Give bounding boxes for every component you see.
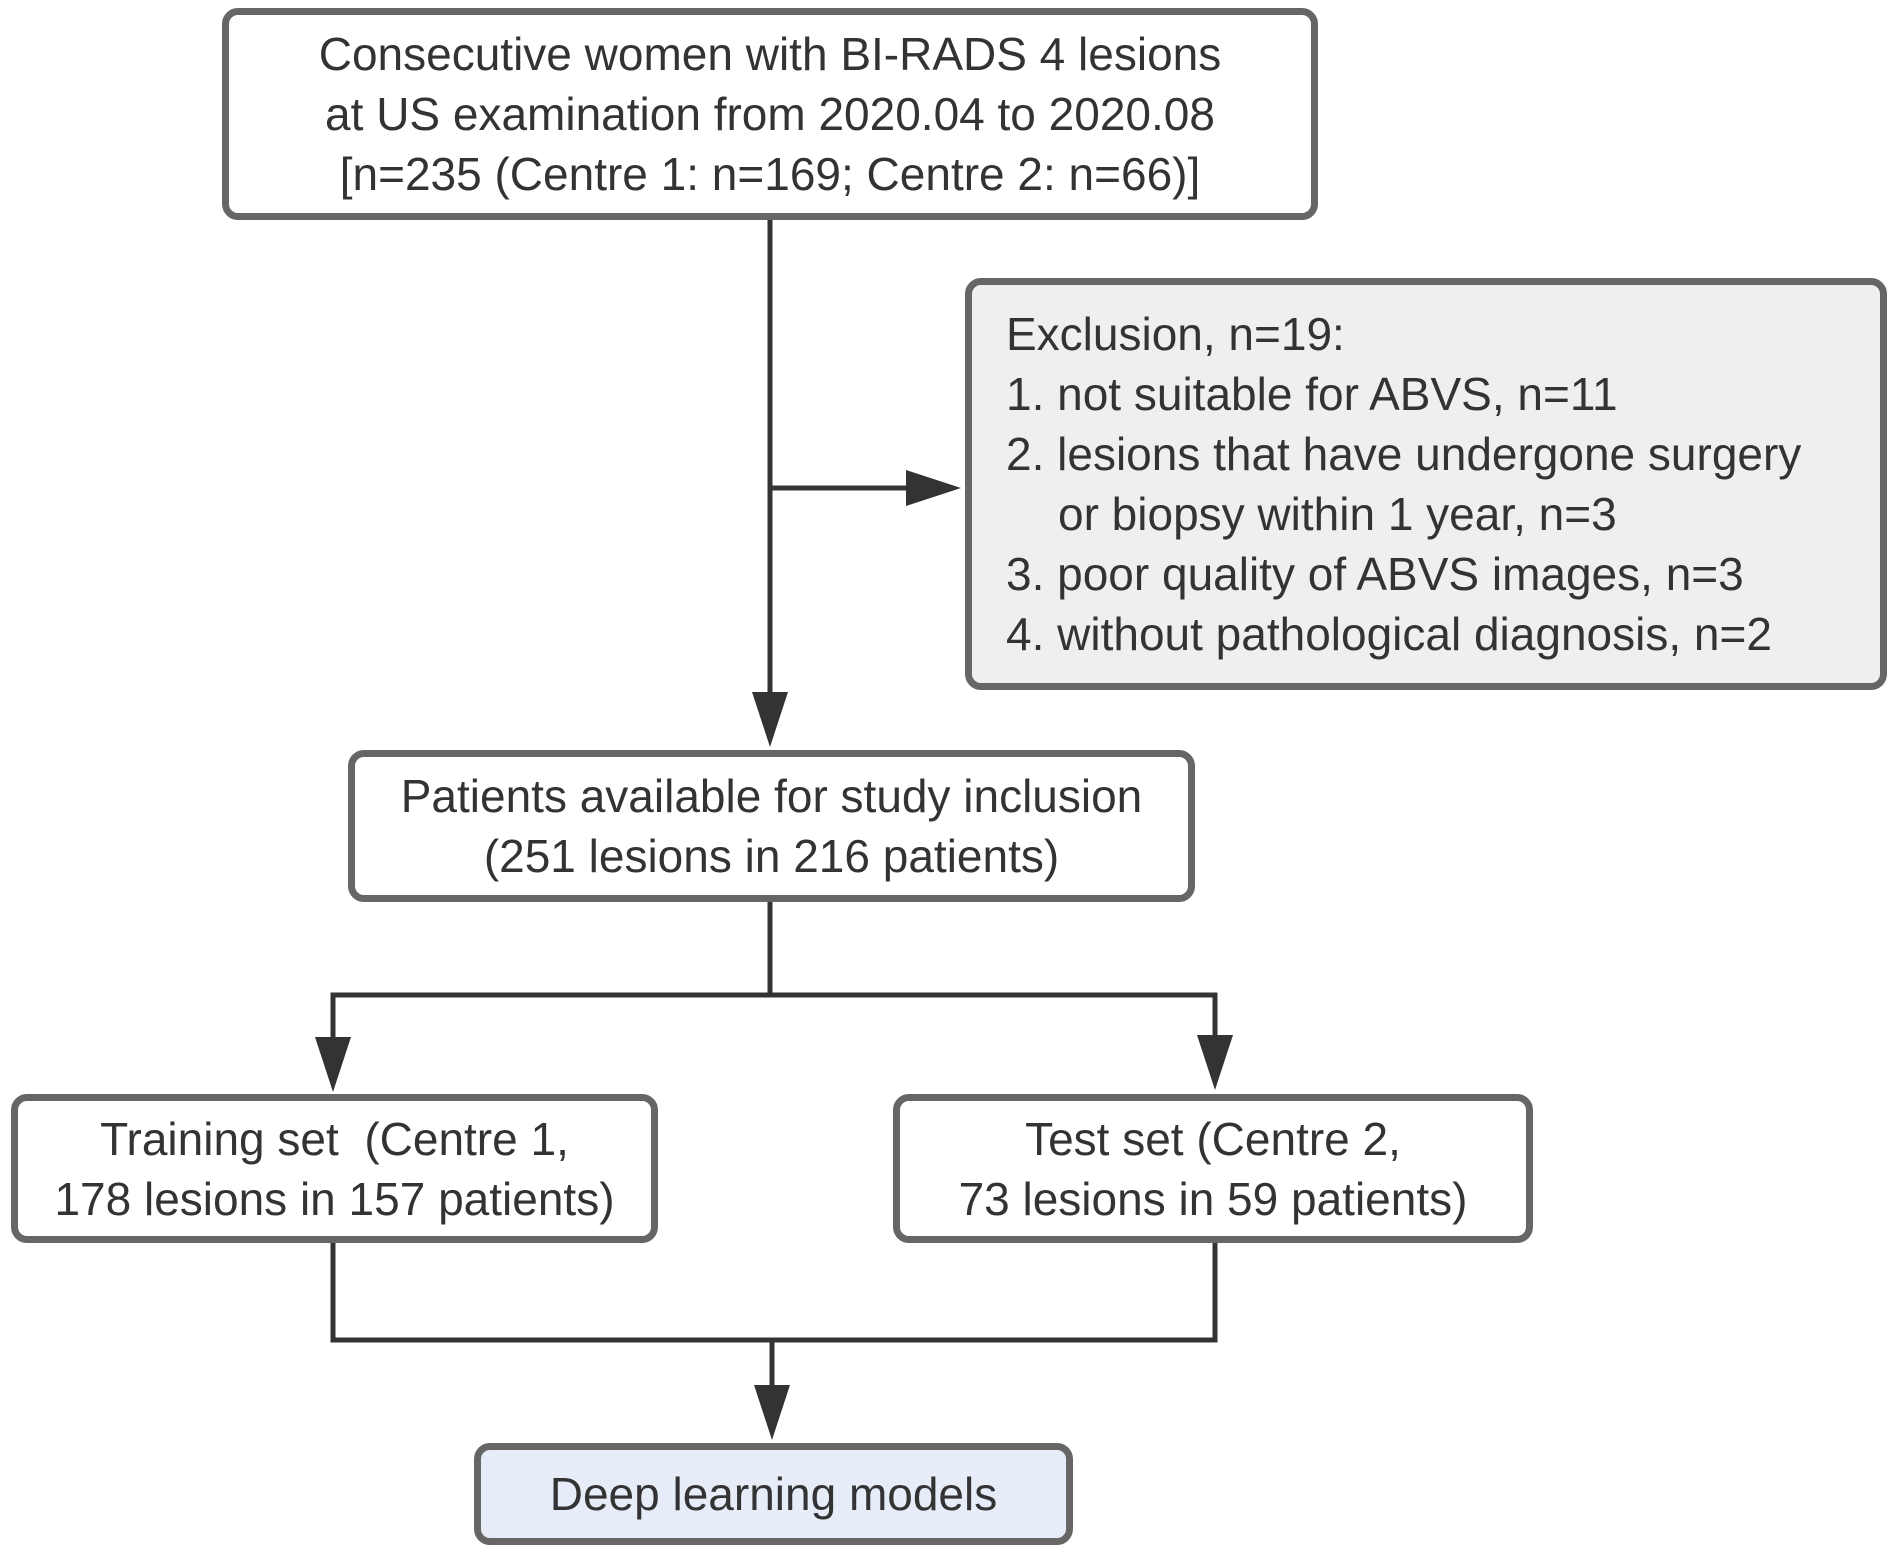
exclusion-title: Exclusion, n=19: (1006, 308, 1345, 360)
source-line-2: at US examination from 2020.04 to 2020.0… (325, 88, 1215, 140)
inclusion-box: Patients available for study inclusion (… (348, 750, 1195, 902)
test-line-2: 73 lesions in 59 patients) (958, 1172, 1468, 1225)
arrowhead-test (1197, 1035, 1233, 1090)
inclusion-line-2: (251 lesions in 216 patients) (483, 830, 1060, 882)
training-set-box: Training set (Centre 1, 178 lesions in 1… (11, 1094, 658, 1243)
exclusion-box: Exclusion, n=19: 1. not suitable for ABV… (965, 278, 1887, 690)
exclusion-item-2: 2. lesions that have undergone surgery (1006, 428, 1802, 480)
exclusion-item-1: 1. not suitable for ABVS, n=11 (1006, 368, 1618, 420)
source-line-3: [n=235 (Centre 1: n=169; Centre 2: n=66)… (339, 148, 1201, 200)
exclusion-item-2-cont: or biopsy within 1 year, n=3 (1058, 488, 1617, 540)
arrowhead-model (754, 1385, 790, 1440)
training-line-1: Training set (Centre 1, (100, 1112, 569, 1165)
arrowhead-exclusion (906, 470, 961, 506)
model-line-1: Deep learning models (549, 1468, 998, 1520)
training-line-2: 178 lesions in 157 patients) (54, 1172, 615, 1225)
test-line-1: Test set (Centre 2, (1025, 1112, 1401, 1165)
source-line-1: Consecutive women with BI-RADS 4 lesions (318, 28, 1222, 80)
inclusion-line-1: Patients available for study inclusion (400, 770, 1143, 822)
exclusion-item-4: 4. without pathological diagnosis, n=2 (1006, 608, 1772, 660)
exclusion-item-3: 3. poor quality of ABVS images, n=3 (1006, 548, 1744, 600)
source-box: Consecutive women with BI-RADS 4 lesions… (222, 8, 1318, 220)
arrowhead-training (315, 1037, 351, 1092)
arrowhead-inclusion (752, 692, 788, 747)
deep-learning-models-box: Deep learning models (474, 1443, 1073, 1545)
test-set-box: Test set (Centre 2, 73 lesions in 59 pat… (893, 1094, 1533, 1243)
